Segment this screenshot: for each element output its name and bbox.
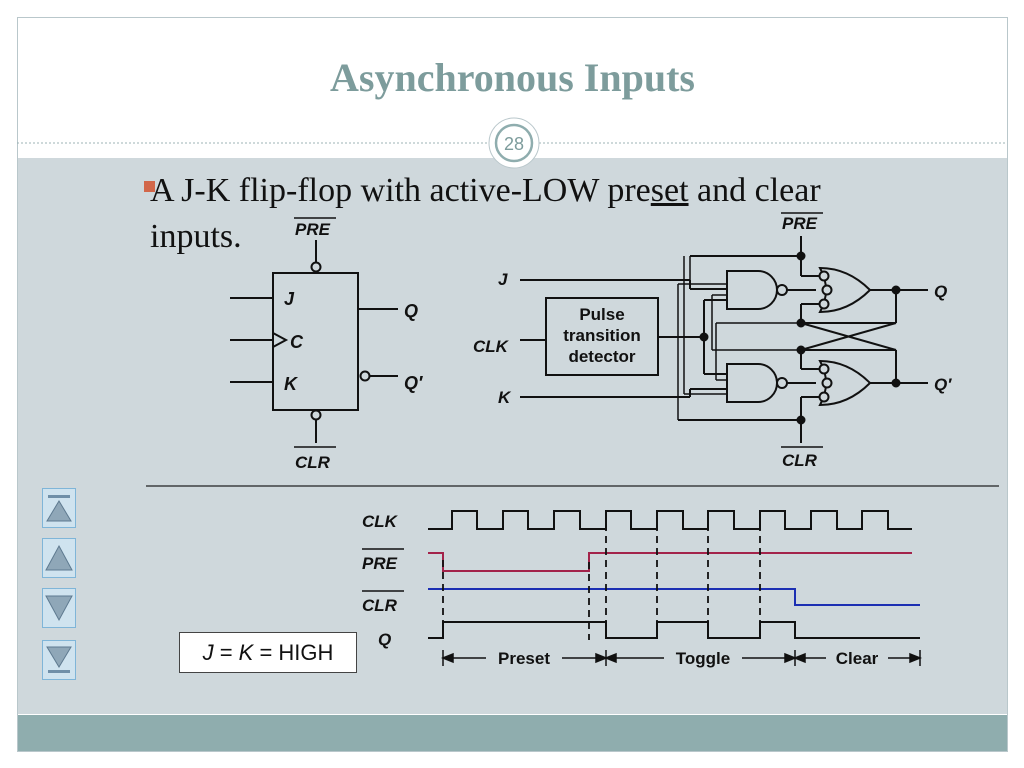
bullet-line1-prefix: A J-K flip-flop with active-LOW pre (150, 172, 651, 209)
formula-eq1: = (213, 640, 239, 665)
previous-slide-button[interactable] (42, 538, 76, 578)
slide-title: Asynchronous Inputs (330, 55, 695, 100)
first-slide-button[interactable] (42, 488, 76, 528)
arrowhead (792, 652, 806, 664)
timing-clr-label: CLR (362, 596, 398, 615)
symbol-clr-label: CLR (295, 453, 331, 472)
timing-pre-label: PRE (362, 554, 398, 573)
logic-diagram (520, 212, 928, 448)
formula-j: J (202, 640, 214, 665)
preset-interval-label: Preset (498, 649, 550, 668)
formula-eq2: = HIGH (253, 640, 334, 665)
symbol-k-label: K (284, 374, 299, 394)
timing-dashed-markers (442, 512, 761, 640)
symbol-j-label: J (284, 289, 295, 309)
clk-waveform (428, 510, 912, 530)
timing-clk-label: CLK (362, 512, 399, 531)
last-slide-button[interactable] (42, 640, 76, 680)
last-slide-icon (46, 646, 72, 673)
bullet-line1-suffix: and clear (688, 172, 821, 209)
toggle-interval-label: Toggle (676, 649, 730, 668)
lower-gate-bubble-2 (821, 377, 833, 389)
logic-q-label: Q (934, 282, 947, 301)
page-number: 28 (504, 134, 524, 154)
ptd-line1: Pulse (579, 305, 624, 324)
logic-qn-label: Q′ (934, 375, 952, 394)
footer-bar (18, 715, 1007, 751)
logic-clr-label: CLR (782, 451, 818, 470)
bullet-line2: inputs. (150, 218, 242, 255)
logic-k-label: K (498, 388, 512, 407)
bullet-marker (144, 181, 155, 192)
clock-triangle (272, 332, 289, 348)
bullet-line1-underline: set (650, 172, 689, 209)
lower-nand-bubble (776, 377, 788, 389)
upper-nand-gate (726, 270, 778, 310)
lower-nand-gate (726, 363, 778, 403)
cross-diag-2 (800, 322, 897, 351)
clr-waveform (428, 588, 920, 606)
page-number-badge: 28 (488, 117, 540, 169)
timing-waveforms (428, 510, 920, 639)
clr-bubble (310, 409, 322, 421)
qn-bubble (359, 370, 371, 382)
pre-bubble (310, 261, 322, 273)
timing-interval-arrows (440, 650, 923, 666)
logic-pre-label: PRE (782, 214, 818, 233)
arrowhead (440, 652, 454, 664)
upper-gate-bubble-1 (818, 270, 830, 282)
ptd-line3: detector (568, 347, 635, 366)
q-waveform (428, 621, 920, 639)
formula-box: J = K = HIGH (179, 632, 357, 673)
next-slide-button[interactable] (42, 588, 76, 628)
upper-nand-bubble (776, 284, 788, 296)
clear-interval-label: Clear (836, 649, 879, 668)
jk-flipflop-symbol (230, 217, 398, 448)
interval-labels: Preset Toggle Clear (498, 649, 879, 668)
arrowhead (909, 652, 923, 664)
ptd-line2: transition (563, 326, 640, 345)
first-slide-icon (46, 495, 72, 522)
previous-slide-icon (45, 544, 73, 571)
logic-j-label: J (498, 270, 508, 289)
logic-labels: J CLK K Pulse transition detector PRE CL… (473, 214, 952, 470)
upper-gate-bubble-2 (821, 284, 833, 296)
symbol-pre-label: PRE (295, 220, 331, 239)
formula-k: K (238, 640, 254, 665)
upper-gate-bubble-3 (818, 298, 830, 310)
symbol-q-label: Q (404, 301, 418, 321)
lower-gate-bubble-3 (818, 391, 830, 403)
arrowhead (595, 652, 609, 664)
arrowhead (784, 652, 798, 664)
arrowhead (603, 652, 617, 664)
logic-clk-label: CLK (473, 337, 510, 356)
timing-q-label: Q (378, 630, 391, 649)
lower-gate-bubble-1 (818, 363, 830, 375)
symbol-labels: PRE J C K Q Q′ CLR (284, 220, 423, 472)
bullet-text: A J-K flip-flop with active-LOW preset a… (150, 168, 990, 260)
next-slide-icon (45, 595, 73, 622)
symbol-qn-label: Q′ (404, 373, 423, 393)
pre-waveform (428, 552, 912, 572)
timing-labels: CLK PRE CLR Q (362, 512, 399, 649)
symbol-c-label: C (290, 332, 304, 352)
